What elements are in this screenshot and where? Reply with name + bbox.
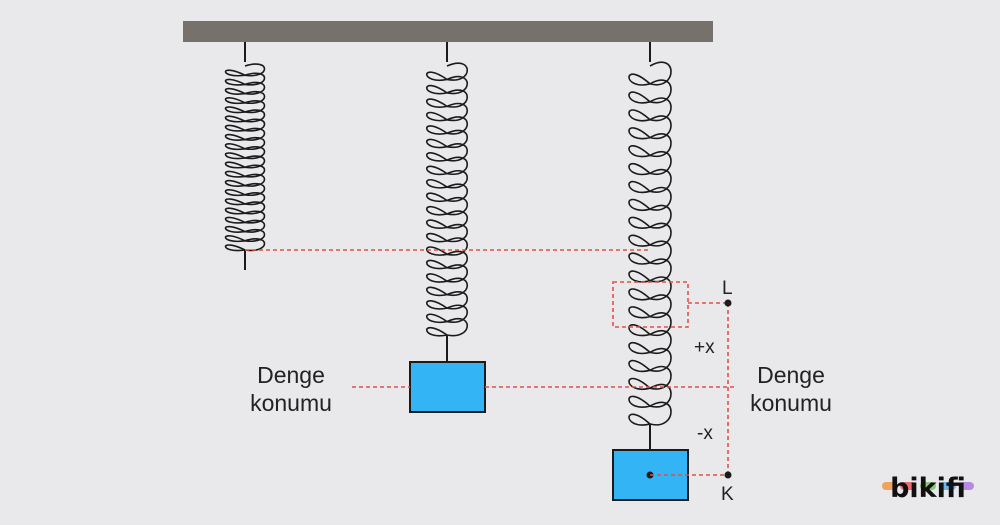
spring-3-coil xyxy=(628,61,672,426)
minus-x-label: -x xyxy=(697,423,713,444)
point-K-dot xyxy=(724,471,732,479)
equilibrium-label-right-line1: Denge xyxy=(757,362,825,388)
point-K-label: K xyxy=(721,484,734,505)
logo-text: bikifi xyxy=(890,473,966,504)
mass-block-displaced xyxy=(612,449,689,501)
plus-x-label: +x xyxy=(694,337,715,358)
spring-2-equilibrium xyxy=(409,42,486,413)
spring-2-coil xyxy=(425,62,469,337)
equilibrium-label-left-line1: Denge xyxy=(257,362,325,388)
spring-3-stretched xyxy=(612,42,689,501)
bikifi-logo: bikifi xyxy=(882,473,974,504)
equilibrium-label-left-line2: konumu xyxy=(250,390,332,416)
ceiling-bar xyxy=(183,21,713,42)
equilibrium-label-right-line2: konumu xyxy=(750,390,832,416)
spring-1-unloaded xyxy=(224,42,266,270)
mass-block-equilibrium xyxy=(409,361,486,413)
coil-highlight-box xyxy=(612,281,689,328)
spring-1-coil xyxy=(224,63,266,252)
point-L-label: L xyxy=(722,278,733,299)
point-L-dot xyxy=(724,299,732,307)
